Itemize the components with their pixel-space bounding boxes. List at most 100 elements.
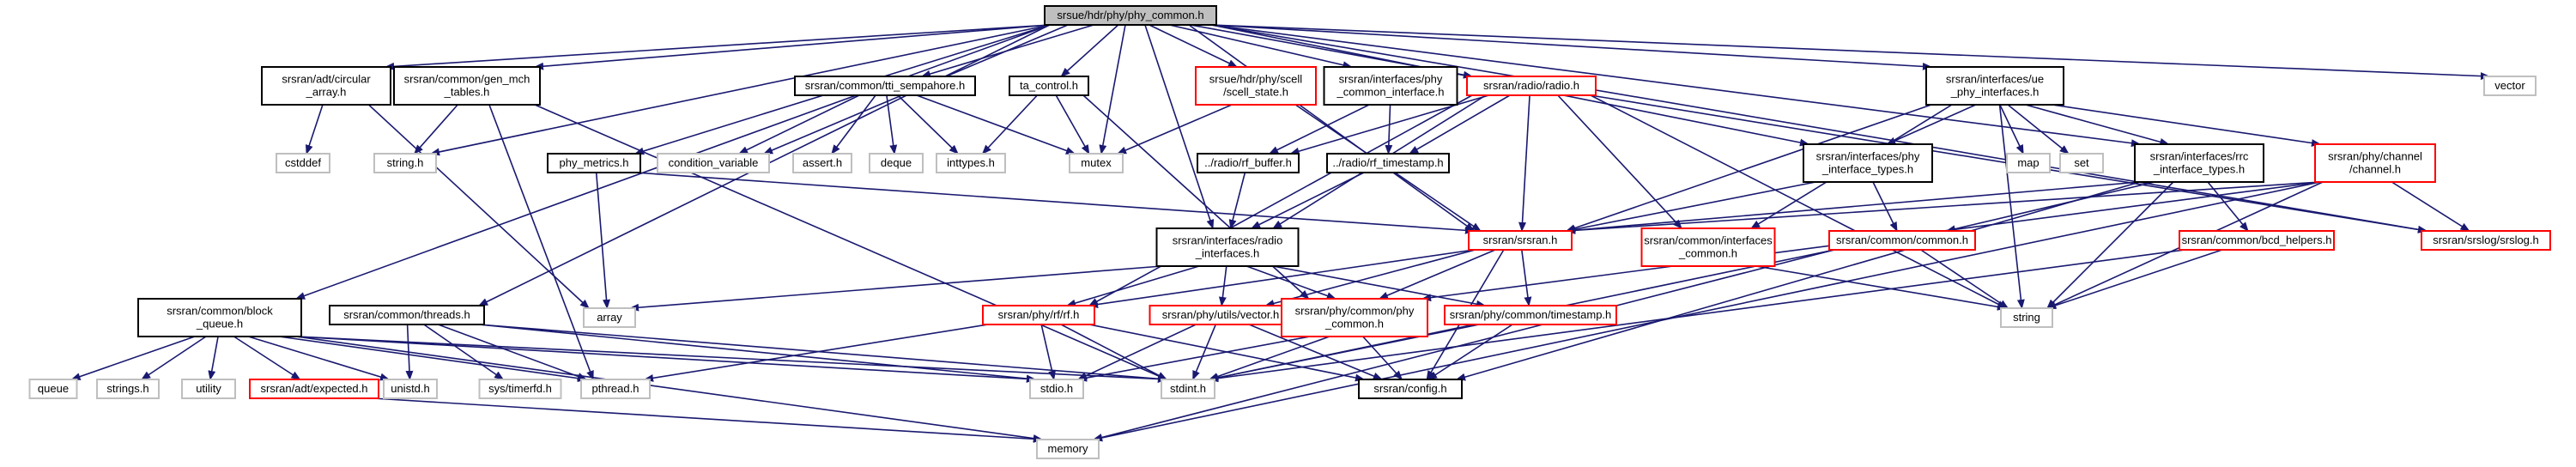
node-stdint: stdint.h <box>1161 379 1215 399</box>
node-label: srsran/common/interfaces <box>1644 234 1773 247</box>
edge-phy_common_iface-to-rf_timestamp <box>1385 104 1393 155</box>
node-vector_h[interactable]: srsran/phy/utils/vector.h <box>1149 305 1293 325</box>
edge-ue_phy_ifaces-to-string <box>1998 104 2025 310</box>
node-rf_timestamp[interactable]: ../radio/rf_timestamp.h <box>1326 153 1450 173</box>
node-label: ../radio/rf_buffer.h <box>1204 156 1292 169</box>
node-box <box>1444 305 1617 325</box>
node-label: stdint.h <box>1170 382 1206 395</box>
node-phy_common_iface[interactable]: srsran/interfaces/phy_common_interface.h <box>1323 66 1458 106</box>
edge-phy_iface_types-to-common_common <box>1872 181 1898 233</box>
node-label: map <box>2017 156 2039 169</box>
node-label: srsran/common/common.h <box>1836 234 1968 246</box>
node-ta_control[interactable]: ta_control.h <box>1009 76 1089 96</box>
edge-common_common-to-memory <box>1092 249 1835 441</box>
node-rf_buffer[interactable]: ../radio/rf_buffer.h <box>1197 153 1300 173</box>
edge-rfrf-to-pthread <box>643 324 989 382</box>
node-box <box>1029 379 1084 399</box>
node-box <box>792 153 852 173</box>
node-label: stdio.h <box>1040 382 1073 395</box>
edge-threads-to-pthread <box>438 324 588 380</box>
node-ifaces_common[interactable]: srsran/common/interfaces_common.h <box>1640 227 1776 267</box>
node-ue_phy_ifaces[interactable]: srsran/interfaces/ue_phy_interfaces.h <box>1925 66 2064 106</box>
edge-block_queue-to-stdint <box>295 336 1168 383</box>
node-expected[interactable]: srsran/adt/expected.h <box>249 379 379 399</box>
node-label: srsran/radio/radio.h <box>1483 79 1579 92</box>
node-unistd: unistd.h <box>383 379 438 399</box>
edge-root-to-scell_state <box>1149 24 1239 68</box>
edge-rf_timestamp-to-radio_ifaces <box>1251 172 1365 229</box>
edge-vector_h-to-config <box>1248 324 1383 380</box>
edge-root-to-srslog <box>1210 24 2428 234</box>
node-box <box>657 153 770 173</box>
node-common_common[interactable]: srsran/common/common.h <box>1828 230 1976 251</box>
node-label: /channel.h <box>2349 163 2401 176</box>
edge-phy_metrics-to-array <box>595 172 610 310</box>
edge-timestamp-to-stdint <box>1208 324 1480 382</box>
node-phy_channel[interactable]: srsran/phy/channel/channel.h <box>2314 143 2436 183</box>
node-block_queue[interactable]: srsran/common/block_queue.h <box>137 298 302 337</box>
node-label: memory <box>1048 442 1088 455</box>
edge-block_queue-to-utility <box>208 336 219 381</box>
node-label: srsran/common/tti_sempahore.h <box>805 79 965 92</box>
node-srsran[interactable]: srsran/srsran.h <box>1468 230 1573 251</box>
edge-phy_common-to-stdint <box>1208 336 1330 380</box>
node-label: unistd.h <box>391 382 430 395</box>
node-box <box>137 298 302 337</box>
node-threads[interactable]: srsran/common/threads.h <box>329 305 485 325</box>
node-box <box>2179 230 2335 251</box>
node-scell_state[interactable]: srsue/hdr/phy/scell/scell_state.h <box>1195 66 1317 106</box>
edge-circular_array-to-cstddef <box>305 104 324 155</box>
edge-block_queue-to-stdio <box>295 336 1037 383</box>
node-rrc_iface_types[interactable]: srsran/interfaces/rrc_interface_types.h <box>2134 143 2264 183</box>
edge-root-to-ta_control <box>1060 24 1119 77</box>
node-phy_common[interactable]: srsran/phy/common/phy_common.h <box>1281 298 1428 337</box>
edge-block_queue-to-strings <box>141 336 207 380</box>
node-phy_iface_types[interactable]: srsran/interfaces/phy_interface_types.h <box>1803 143 1933 183</box>
edge-circular_array-to-array <box>367 104 590 309</box>
node-srslog[interactable]: srsran/srslog/srslog.h <box>2421 230 2551 251</box>
node-vector: vector <box>2483 76 2537 96</box>
node-box <box>28 379 78 399</box>
node-rfrf[interactable]: srsran/phy/rf/rf.h <box>982 305 1095 325</box>
edge-tti_sem-to-mutex <box>916 94 1076 155</box>
node-config[interactable]: srsran/config.h <box>1358 379 1463 399</box>
edge-root-to-circular_array <box>384 24 1051 70</box>
node-box <box>583 307 636 328</box>
node-string: string <box>2000 307 2053 328</box>
node-box <box>794 76 976 96</box>
node-label: srsran/interfaces/phy <box>1339 73 1443 86</box>
edge-rfrf-to-stdio <box>1040 324 1056 381</box>
edge-rf_buffer-to-radio_ifaces <box>1228 172 1246 230</box>
node-box <box>1640 227 1776 267</box>
node-label: _array.h <box>306 86 347 99</box>
node-circular_array[interactable]: srsran/adt/circular_array.h <box>261 66 391 106</box>
node-stdio: stdio.h <box>1029 379 1084 399</box>
node-inttypes: inttypes.h <box>936 153 1006 173</box>
node-root[interactable]: srsue/hdr/phy/phy_common.h <box>1044 5 1217 26</box>
node-bcd_helpers[interactable]: srsran/common/bcd_helpers.h <box>2179 230 2335 251</box>
node-radio[interactable]: srsran/radio/radio.h <box>1466 76 1597 96</box>
edge-rrc_iface_types-to-bcd_helpers <box>2207 181 2249 232</box>
node-label: set <box>2074 156 2089 169</box>
edge-ue_phy_ifaces-to-srsran <box>1565 104 1932 232</box>
edge-radio-to-ifaces_common <box>1557 94 1682 229</box>
edge-phy_common_iface-to-rf_buffer <box>1268 104 1370 155</box>
node-label: srsran/phy/common/timestamp.h <box>1450 308 1612 321</box>
node-phy_metrics[interactable]: phy_metrics.h <box>547 153 641 173</box>
edge-root-to-ue_phy_ifaces <box>1210 24 1933 70</box>
edge-rrc_iface_types-to-config <box>1455 181 2141 381</box>
edge-radio_ifaces-to-rfrf <box>1065 265 1200 307</box>
node-box <box>1326 153 1450 173</box>
node-label: ta_control.h <box>1020 79 1078 92</box>
node-box <box>393 66 541 106</box>
edge-srsran-to-phy_common <box>1378 249 1496 300</box>
node-tti_sem[interactable]: srsran/common/tti_sempahore.h <box>794 76 976 96</box>
node-box <box>2314 143 2436 183</box>
node-timestamp[interactable]: srsran/phy/common/timestamp.h <box>1444 305 1617 325</box>
node-array: array <box>583 307 636 328</box>
node-timerfd: sys/timerfd.h <box>478 379 562 399</box>
edge-block_queue-to-memory <box>295 336 1044 443</box>
node-radio_ifaces[interactable]: srsran/interfaces/radio_interfaces.h <box>1155 227 1300 267</box>
node-gen_mch[interactable]: srsran/common/gen_mch_tables.h <box>393 66 541 106</box>
node-label: _queue.h <box>196 318 243 331</box>
